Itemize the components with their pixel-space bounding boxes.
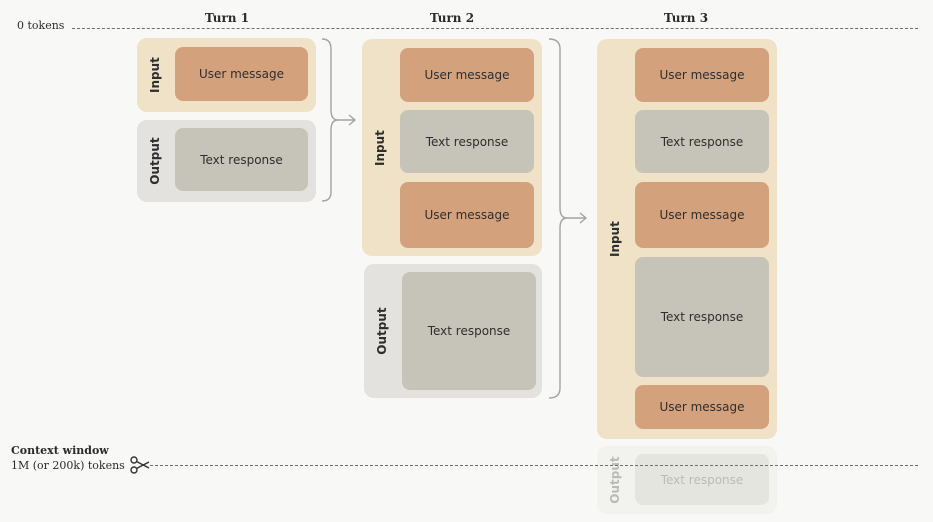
turn-1-brace [321,38,339,202]
context-window-title: Context window [11,444,109,457]
turn-3-user-message-3: User message [635,385,769,429]
zero-tokens-label: 0 tokens [17,19,65,32]
context-window-line [150,465,918,466]
scissors-icon [129,454,151,476]
context-window-size: 1M (or 200k) tokens [11,459,125,472]
turn-2-user-message-2: User message [400,182,534,248]
turn-3-output-group [597,446,777,514]
turn-2-arrow [567,212,588,224]
turn-3-text-response-output: Text response [635,454,769,505]
turn-2-user-message-1: User message [400,48,534,102]
turn-2-text-response: Text response [400,110,534,173]
zero-tokens-line [72,28,918,29]
turn-1-text-response: Text response [175,128,308,191]
turn-3-user-message-2: User message [635,182,769,248]
turn-1-title: Turn 1 [204,11,250,25]
turn-2-text-response-output: Text response [402,272,536,390]
turn-3-text-response-1: Text response [635,110,769,173]
turn-1-arrow [338,114,357,126]
turn-3-user-message-1: User message [635,48,769,102]
turn-3-text-response-2: Text response [635,257,769,377]
turn-3-title: Turn 3 [663,11,709,25]
turn-2-brace [548,38,568,399]
turn-1-user-message: User message [175,47,308,101]
turn-2-title: Turn 2 [429,11,475,25]
